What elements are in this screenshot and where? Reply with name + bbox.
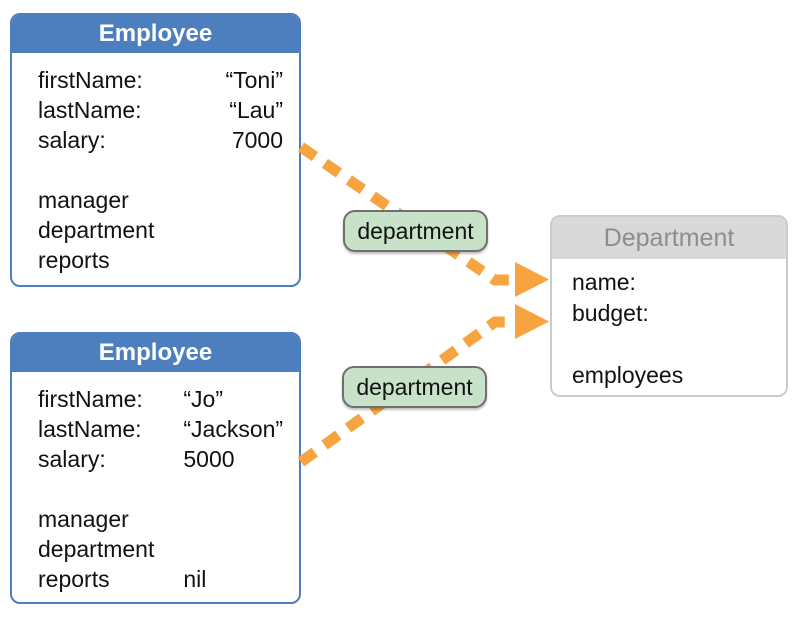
employee-object-box-2: Employee firstName: “Jo” lastName: “Jack… <box>10 332 301 604</box>
field-label: firstName: <box>38 67 143 93</box>
field-value: “Lau” <box>229 97 283 123</box>
field-value: “Jackson” <box>183 416 284 442</box>
field-row-blank <box>572 329 776 360</box>
field-row-name: name: <box>572 269 636 295</box>
field-row-firstname: firstName: “Toni” <box>38 65 283 95</box>
field-row-employees: employees <box>572 362 684 388</box>
department-class-box: Department name: budget: employees <box>550 215 788 397</box>
department-fields: name: budget: employees <box>552 259 786 391</box>
employee-object-box-1: Employee firstName: “Toni” lastName: “La… <box>10 13 301 287</box>
field-value: “Jo” <box>183 386 224 412</box>
field-row-department: department <box>38 215 283 245</box>
field-row-salary: salary: 5000 <box>38 444 283 474</box>
field-label: salary: <box>38 127 106 153</box>
field-label: department <box>38 536 155 562</box>
field-row-reports: reports <box>38 245 283 275</box>
edge-label-department-2: department <box>342 366 487 408</box>
arrow-head-icon <box>515 304 549 339</box>
field-label: lastName: <box>38 416 142 442</box>
department-title: Department <box>552 217 786 259</box>
field-label: manager <box>38 187 129 213</box>
field-row-department: department <box>38 534 283 564</box>
field-value: 5000 <box>183 446 235 472</box>
field-label: reports <box>38 247 110 273</box>
field-label: lastName: <box>38 97 142 123</box>
edge-label-department-1: department <box>343 210 488 252</box>
employee-1-fields: firstName: “Toni” lastName: “Lau” salary… <box>12 53 299 275</box>
field-label: department <box>38 217 155 243</box>
field-label: firstName: <box>38 386 143 412</box>
field-row-blank <box>38 474 283 504</box>
field-row-manager: manager <box>38 504 283 534</box>
field-row-budget: budget: <box>572 300 649 326</box>
field-label: manager <box>38 506 129 532</box>
employee-2-fields: firstName: “Jo” lastName: “Jackson” sala… <box>12 372 299 594</box>
field-value: 7000 <box>231 127 283 153</box>
field-row-manager: manager <box>38 185 283 215</box>
employee-2-title: Employee <box>12 334 299 372</box>
field-row-salary: salary: 7000 <box>38 125 283 155</box>
employee-1-title: Employee <box>12 15 299 53</box>
field-row-blank <box>38 155 283 185</box>
field-row-lastname: lastName: “Jackson” <box>38 414 283 444</box>
field-label: reports <box>38 566 110 592</box>
field-value: “Toni” <box>225 67 283 93</box>
arrow-head-icon <box>515 262 549 297</box>
field-row-firstname: firstName: “Jo” <box>38 384 283 414</box>
field-row-reports: reports nil <box>38 564 283 594</box>
field-row-lastname: lastName: “Lau” <box>38 95 283 125</box>
field-label: salary: <box>38 446 106 472</box>
field-value: nil <box>183 566 207 592</box>
